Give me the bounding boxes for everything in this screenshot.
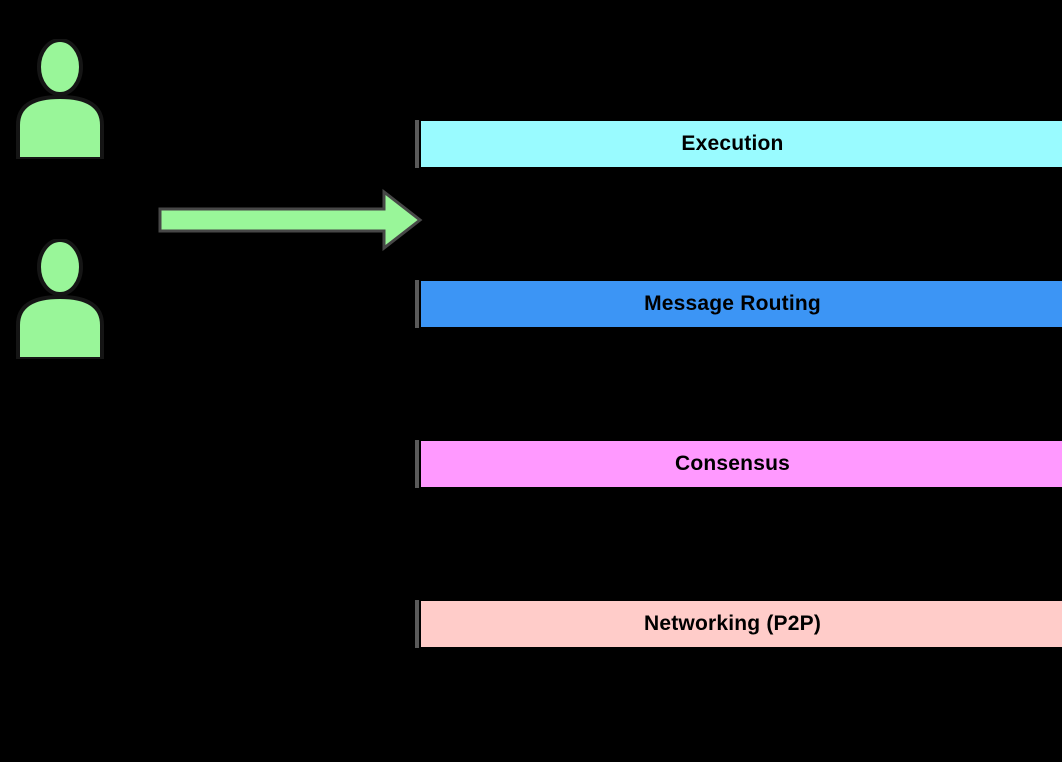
layer-bar-networking[interactable]: Networking (P2P) xyxy=(421,601,1062,647)
layer-row-message-routing[interactable]: Message Routing xyxy=(413,280,1062,328)
layer-bar-message-routing[interactable]: Message Routing xyxy=(421,281,1062,327)
layer-tick-networking xyxy=(415,600,419,648)
person-icon xyxy=(16,39,104,159)
layer-row-networking[interactable]: Networking (P2P) xyxy=(413,600,1062,648)
layer-label-execution: Execution xyxy=(681,132,784,155)
right-arrow-icon xyxy=(158,188,423,252)
layer-label-message-routing: Message Routing xyxy=(644,292,821,315)
user-1-figure xyxy=(16,39,104,159)
person-icon xyxy=(16,239,104,359)
interaction-arrow xyxy=(156,188,424,252)
layer-label-networking: Networking (P2P) xyxy=(643,612,822,635)
layer-bar-consensus[interactable]: Consensus xyxy=(421,441,1062,487)
layer-tick-consensus xyxy=(415,440,419,488)
layer-bar-execution[interactable]: Execution xyxy=(421,121,1062,167)
layer-row-consensus[interactable]: Consensus xyxy=(413,440,1062,488)
user-2-figure xyxy=(16,239,104,359)
layer-tick-message-routing xyxy=(415,280,419,328)
layer-label-consensus: Consensus xyxy=(675,452,790,475)
layer-tick-execution xyxy=(415,120,419,168)
layer-row-execution[interactable]: Execution xyxy=(413,120,1062,168)
